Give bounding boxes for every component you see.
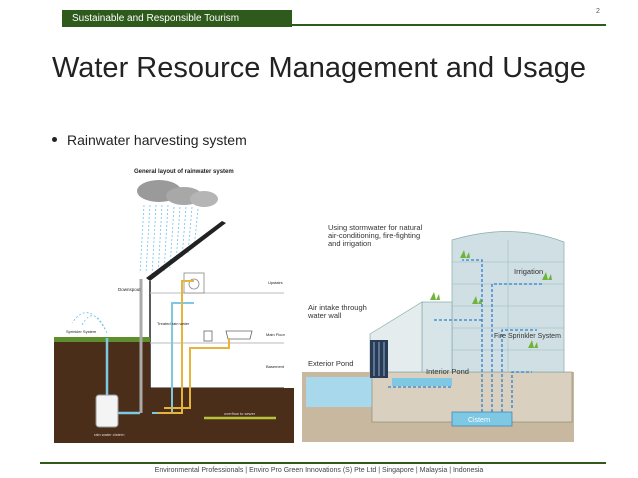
- diagram-title: General layout of rainwater system: [134, 169, 234, 175]
- page-number: 2: [596, 8, 600, 15]
- label-main-floor: Main Floor: [266, 332, 286, 337]
- bathtub-icon: [225, 330, 253, 340]
- header-divider: [292, 24, 606, 26]
- label-overflow: overflow to sewer: [224, 411, 256, 416]
- footer-divider: [40, 462, 606, 464]
- label-irrigation: Irrigation: [514, 267, 543, 276]
- label-cistern: rain water cistern: [94, 432, 124, 437]
- plant-icon: [430, 250, 552, 348]
- bullet-item: Rainwater harvesting system: [52, 132, 247, 148]
- label-exterior-pond: Exterior Pond: [308, 359, 353, 368]
- label-fire-sprinkler: Fire Sprinkler System: [494, 333, 561, 340]
- building-water-diagram: Using stormwater for natural air-conditi…: [302, 223, 574, 442]
- label-basement: Basement: [266, 364, 285, 369]
- slide-title: Water Resource Management and Usage: [51, 52, 587, 84]
- cloud-icon: [137, 180, 218, 207]
- label-interior-pond: Interior Pond: [426, 367, 469, 376]
- cistern-tank: [95, 394, 119, 428]
- label-upstairs: Upstairs: [268, 280, 283, 285]
- section-label: Sustainable and Responsible Tourism: [72, 13, 240, 24]
- roof: [146, 221, 226, 281]
- label-cistern-right: Cistern: [468, 417, 490, 424]
- sprinkler-spray: [71, 312, 108, 334]
- toilet-icon: [203, 330, 213, 342]
- footer-text: Environmental Professionals | Enviro Pro…: [154, 467, 484, 474]
- label-treated: Treated rain water: [157, 321, 190, 326]
- label-downspout: Downspout: [118, 287, 141, 292]
- label-air-intake: Air intake through water wall: [307, 303, 369, 320]
- label-stormwater: Using stormwater for natural air-conditi…: [328, 223, 424, 248]
- rainwater-system-diagram: General layout of rainwater system Downs…: [54, 169, 294, 443]
- bullet-text: Rainwater harvesting system: [67, 132, 247, 148]
- washer-icon: [183, 272, 205, 294]
- label-sprinkler: Sprinkler System: [66, 329, 97, 334]
- bullet-dot-icon: [52, 136, 57, 142]
- flow-arrows: [388, 259, 542, 412]
- header-bar: [62, 10, 292, 27]
